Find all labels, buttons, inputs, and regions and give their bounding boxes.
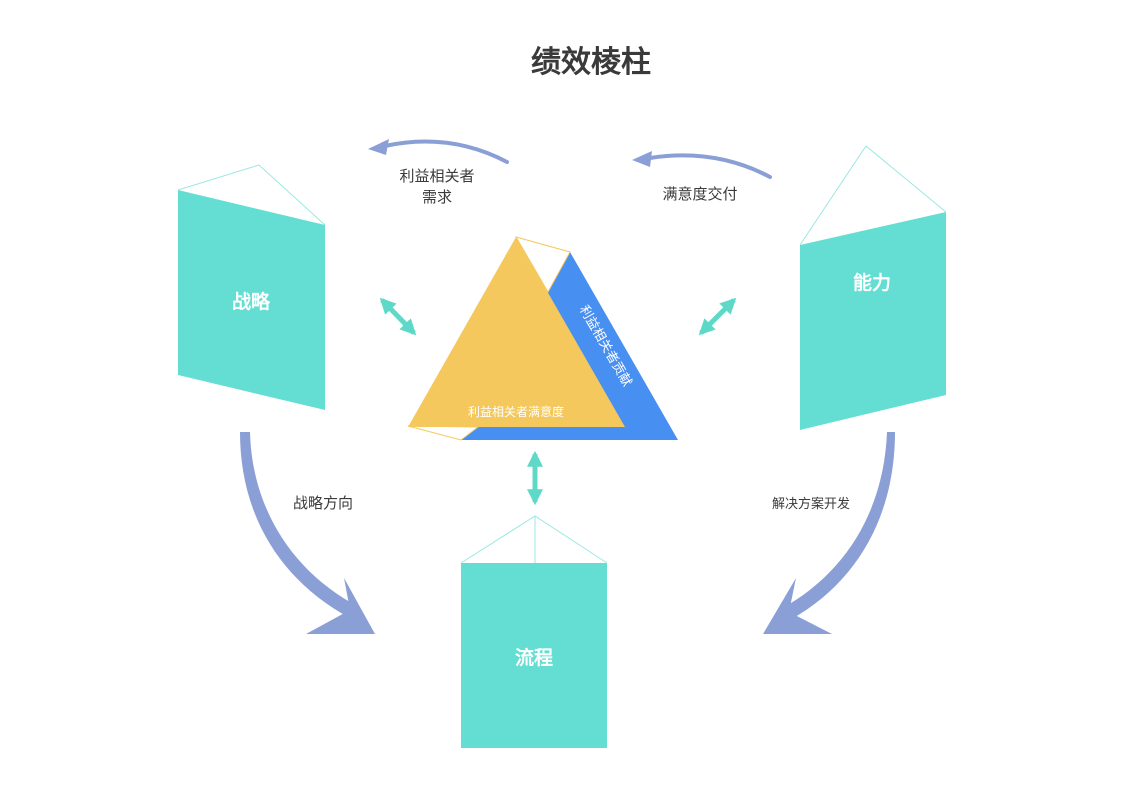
capability-panel-flap bbox=[799, 145, 947, 246]
prism-front-label: 利益相关者满意度 bbox=[468, 404, 564, 419]
process-panel: 流程 bbox=[460, 515, 608, 748]
solution-development-arrow-head bbox=[763, 578, 832, 634]
stakeholder-needs-arrow bbox=[368, 139, 509, 164]
prism: 利益相关者满意度 利益相关者贡献 bbox=[407, 236, 678, 441]
satisfaction-delivery-label: 满意度交付 bbox=[662, 185, 737, 203]
process-label: 流程 bbox=[515, 646, 553, 669]
satisfaction-delivery-arrow-shaft bbox=[648, 153, 772, 179]
solution-development-label: 解决方案开发 bbox=[772, 496, 850, 512]
strategic-direction-arrow-head bbox=[306, 578, 375, 634]
process-panel-flap bbox=[460, 515, 608, 564]
capability-prism-double-arrow bbox=[698, 297, 737, 336]
stakeholder-needs-label-line2: 需求 bbox=[422, 188, 452, 206]
diagram-title: 绩效棱柱 bbox=[531, 45, 651, 80]
prism-yellow-face bbox=[408, 237, 625, 427]
strategy-panel-face bbox=[178, 190, 325, 410]
strategy-prism-double-arrow bbox=[379, 297, 417, 336]
stakeholder-needs-arrow-shaft bbox=[383, 139, 509, 164]
strategic-direction-arrow bbox=[240, 432, 375, 634]
strategy-label: 战略 bbox=[232, 290, 271, 313]
stakeholder-needs-arrow-head bbox=[368, 139, 389, 155]
strategic-direction-label: 战略方向 bbox=[293, 494, 353, 512]
satisfaction-delivery-arrow bbox=[632, 151, 772, 179]
strategy-panel: 战略 bbox=[177, 164, 326, 410]
satisfaction-delivery-arrow-head bbox=[632, 151, 652, 167]
strategy-panel-flap bbox=[177, 164, 326, 226]
capability-panel: 能力 bbox=[799, 145, 947, 430]
capability-label: 能力 bbox=[853, 271, 891, 294]
capability-panel-face bbox=[800, 212, 946, 430]
strategic-direction-arrow-shaft bbox=[240, 432, 359, 618]
solution-development-arrow bbox=[763, 432, 895, 634]
solution-development-arrow-shaft bbox=[781, 432, 895, 620]
stakeholder-needs-label-line1: 利益相关者 bbox=[399, 167, 474, 185]
prism-top-edge bbox=[514, 236, 571, 294]
process-panel-face bbox=[461, 563, 607, 748]
